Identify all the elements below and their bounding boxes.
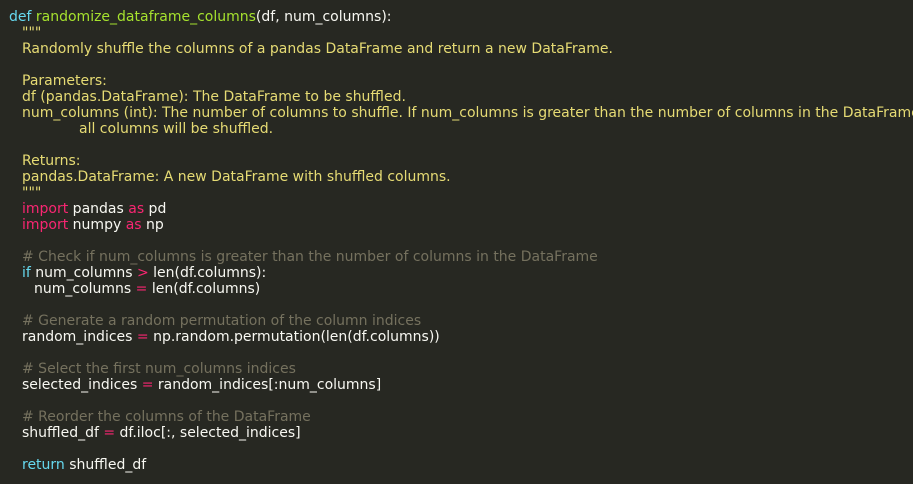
operator: > [136,265,149,281]
code-line-return: return shuffled_df [9,457,909,473]
code-text: np.random.permutation(len(df.columns)) [148,329,440,345]
code-text: df.iloc[:, selected_indices] [115,425,301,441]
operator: = [136,329,149,345]
blank-line [9,297,909,313]
docstring-params-header: Parameters: [22,73,107,89]
code-line-import-numpy: import numpy as np [9,217,909,233]
code-text: selected_indices [22,377,142,393]
code-text: len(df.columns): [148,265,267,281]
as-keyword: as [125,217,142,233]
code-text: shuffled_df [22,425,104,441]
code-editor[interactable]: def randomize_dataframe_columns(df, num_… [9,9,913,473]
function-name: randomize_dataframe_columns [35,9,256,25]
docstring-param-num-columns: num_columns (int): The number of columns… [22,105,913,121]
module-alias: pd [144,201,167,217]
code-text: num_columns [34,281,136,297]
module-name: numpy [68,217,126,233]
code-text: len(df.columns) [147,281,261,297]
blank-line [9,441,909,457]
docstring-summary: Randomly shuffle the columns of a pandas… [22,41,613,57]
code-text: random_indices[:num_columns] [153,377,382,393]
code-comment: # Generate a random permutation of the c… [22,313,422,329]
import-keyword: import [22,201,69,217]
module-alias: np [141,217,164,233]
docstring-param-df: df (pandas.DataFrame): The DataFrame to … [22,89,406,105]
code-text: num_columns [30,265,137,281]
code-comment: # Select the first num_columns indices [22,361,296,377]
docstring-param-num-columns-cont: all columns will be shuffled. [79,121,274,137]
code-line-def: def randomize_dataframe_columns(df, num_… [9,9,909,25]
code-line-import-pandas: import pandas as pd [9,201,909,217]
code-line-assign: num_columns = len(df.columns) [9,281,909,297]
def-keyword: def [9,9,32,25]
code-line-assign: selected_indices = random_indices[:num_c… [9,377,909,393]
operator: = [135,281,148,297]
blank-line [9,57,909,73]
operator: = [141,377,154,393]
import-keyword: import [22,217,69,233]
docstring-open: """ [22,25,42,41]
module-name: pandas [68,201,129,217]
code-comment: # Check if num_columns is greater than t… [22,249,598,265]
code-line-if: if num_columns > len(df.columns): [9,265,909,281]
blank-line [9,345,909,361]
blank-line [9,233,909,249]
blank-line [9,137,909,153]
code-comment: # Reorder the columns of the DataFrame [22,409,311,425]
docstring-returns-header: Returns: [22,153,81,169]
if-keyword: if [22,265,31,281]
code-text: shuffled_df [64,457,147,473]
code-line-assign: random_indices = np.random.permutation(l… [9,329,909,345]
as-keyword: as [128,201,145,217]
code-line-assign: shuffled_df = df.iloc[:, selected_indice… [9,425,909,441]
docstring-close: """ [22,185,42,201]
function-signature: (df, num_columns): [255,9,392,25]
return-keyword: return [22,457,65,473]
blank-line [9,393,909,409]
operator: = [103,425,116,441]
code-text: random_indices [22,329,137,345]
docstring-returns: pandas.DataFrame: A new DataFrame with s… [22,169,451,185]
